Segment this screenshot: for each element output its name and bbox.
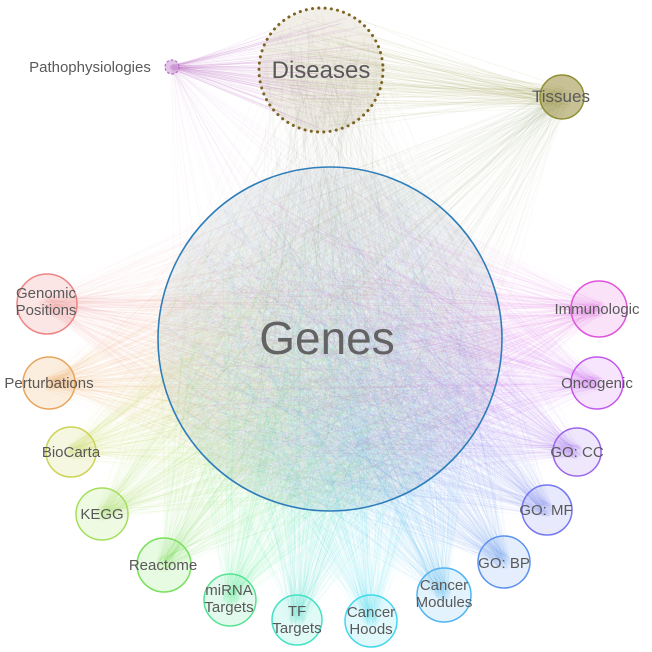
edge-bundle-biocarta-genes: [63, 173, 493, 501]
edge-bundle-genomic_positions-genes: [38, 179, 499, 512]
node-circle-pathophysiologies[interactable]: [164, 59, 180, 75]
edge-bundle-pathophysiologies-genes: [169, 64, 488, 507]
node-label-oncogenic[interactable]: Oncogenic: [561, 375, 633, 392]
node-underlays-layer: [158, 8, 502, 511]
edge-bundle-immunologic-genes: [161, 171, 608, 494]
edge-bundle-cancer_hoods-genes: [161, 175, 503, 629]
node-label-perturbations[interactable]: Perturbations: [4, 375, 93, 392]
node-label-diseases[interactable]: Diseases: [272, 57, 371, 84]
edge-bundle-kegg-genes: [94, 169, 499, 522]
node-circle-reactome[interactable]: [136, 537, 192, 593]
node-circle-genes[interactable]: [157, 166, 503, 512]
node-circle-oncogenic[interactable]: [570, 356, 624, 410]
edge-bundle-mirna_targets-genes: [160, 170, 483, 608]
node-label-pathophysiologies[interactable]: Pathophysiologies: [29, 59, 151, 76]
node-circle-diseases[interactable]: [257, 6, 385, 134]
edge-bundle-tf_targets-genes: [161, 173, 498, 628]
edge-bundle-cancer_modules-genes: [158, 173, 498, 603]
node-label-go_bp[interactable]: GO: BP: [478, 555, 530, 572]
node-underlay-diseases: [259, 8, 383, 132]
edge-bundles-layer: [38, 11, 608, 629]
node-circle-genomic_positions[interactable]: [16, 273, 78, 335]
node-circle-go_bp[interactable]: [477, 535, 531, 589]
node-circle-mirna_targets[interactable]: [203, 573, 257, 627]
node-circles-layer: [16, 6, 628, 648]
node-circle-kegg[interactable]: [75, 487, 129, 541]
edge-bundle-oncogenic-genes: [178, 171, 605, 505]
node-circle-immunologic[interactable]: [570, 280, 628, 338]
edge-bundle-go_mf-genes: [162, 172, 555, 517]
node-circle-go_cc[interactable]: [552, 427, 602, 477]
node-label-tissues[interactable]: Tissues: [532, 87, 590, 106]
node-label-go_mf[interactable]: GO: MF: [519, 502, 572, 519]
node-circle-biocarta[interactable]: [45, 426, 97, 478]
node-label-biocarta[interactable]: BioCarta: [42, 444, 101, 461]
edge-bundle-pathophysiologies-diseases: [169, 17, 377, 130]
node-circle-cancer_hoods[interactable]: [344, 594, 398, 648]
node-label-kegg[interactable]: KEGG: [80, 506, 123, 523]
node-circle-tf_targets[interactable]: [271, 594, 323, 646]
edge-bundle-go_bp-genes: [160, 170, 512, 570]
edge-bundle-go_cc-genes: [163, 170, 585, 497]
node-label-genes[interactable]: Genes: [259, 312, 395, 364]
edge-bundle-perturbations-genes: [41, 170, 501, 506]
node-label-go_cc[interactable]: GO: CC: [550, 444, 604, 461]
node-labels-layer: Genes Diseases PathophysiologiesTissuesGen…: [4, 57, 640, 638]
node-underlay-genes: [158, 167, 502, 511]
node-circle-perturbations[interactable]: [22, 356, 76, 410]
edge-bundle-tissues-diseases: [260, 11, 572, 132]
edge-bundle-tissues-genes: [157, 86, 573, 507]
node-circle-tissues[interactable]: [539, 74, 585, 120]
edge-bundle-diseases-genes: [160, 11, 495, 503]
node-label-reactome[interactable]: Reactome: [129, 557, 197, 574]
edge-bundle-reactome-genes: [155, 170, 491, 573]
node-circle-go_mf[interactable]: [521, 484, 573, 536]
node-circle-cancer_modules[interactable]: [416, 567, 472, 623]
node-label-immunologic[interactable]: Immunologic: [554, 301, 640, 318]
